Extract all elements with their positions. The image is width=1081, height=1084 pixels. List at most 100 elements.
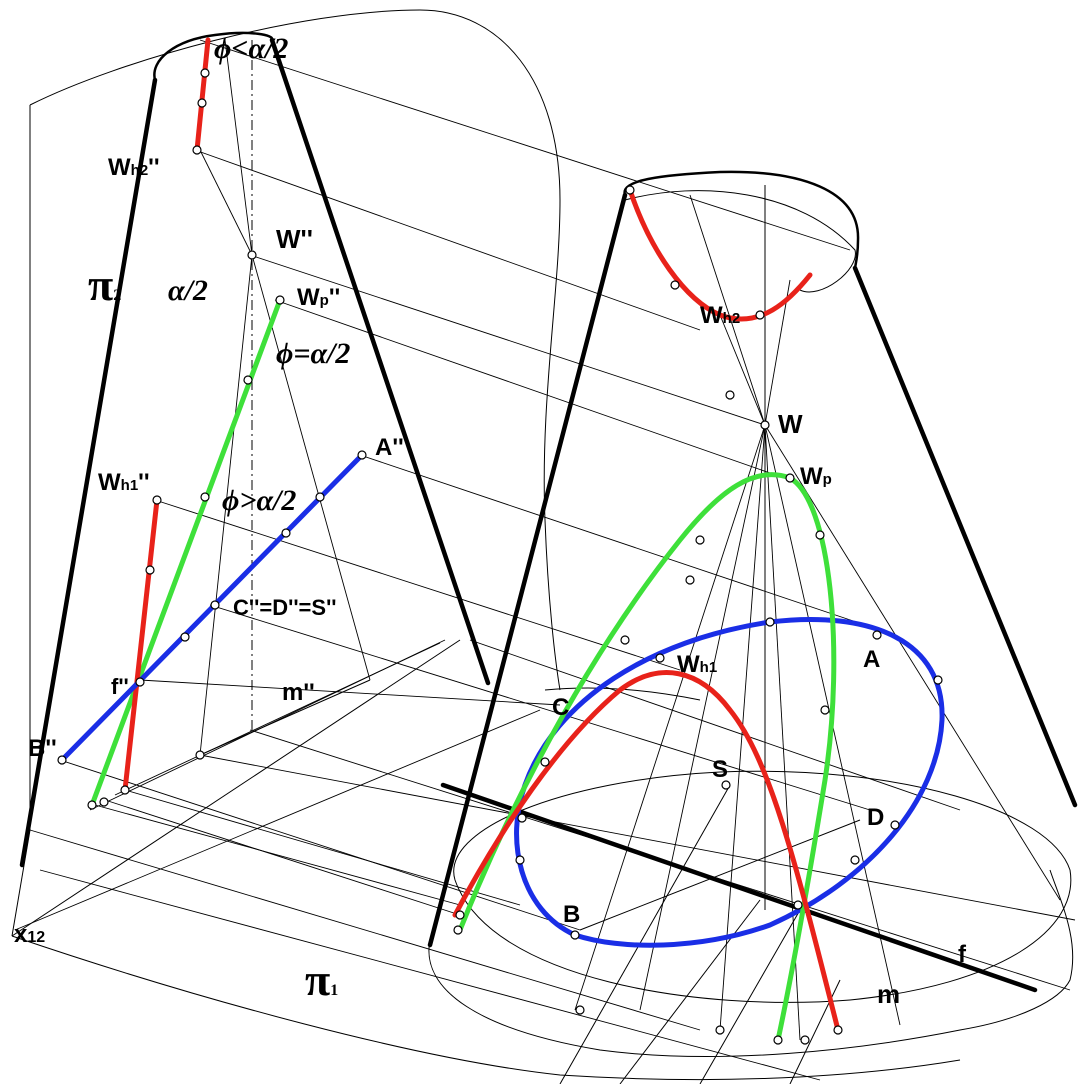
w-label: W — [778, 409, 803, 439]
red-hyperbola-upper — [627, 187, 813, 322]
red-hyperbola-lower — [452, 670, 841, 1033]
mpp-label: m'' — [282, 679, 315, 706]
b-label: B — [563, 901, 580, 928]
pi1-floor-line — [11, 639, 461, 937]
wpp-label: W'' — [276, 224, 313, 254]
m2-base-line — [199, 679, 371, 756]
pi1-label: π1 — [305, 954, 338, 1005]
construction-point — [793, 900, 803, 910]
construction-point — [773, 1035, 783, 1045]
construction-point — [785, 473, 795, 483]
phi-less-label: ϕ<α/2 — [214, 32, 288, 65]
construction-point — [210, 600, 220, 610]
points — [57, 68, 943, 1045]
construction-point — [247, 250, 257, 260]
construction-point — [195, 750, 205, 760]
alpha-half-label: α/2 — [168, 274, 208, 307]
construction-point — [872, 630, 882, 640]
left-cone-gen-2 — [269, 37, 491, 686]
bpp-label: B'' — [28, 735, 57, 762]
upper-right-nappe-rim — [623, 170, 860, 270]
construction-point — [655, 653, 665, 663]
construction-point — [833, 1025, 843, 1035]
wh2-label: Wh2 — [700, 302, 740, 329]
construction-point — [575, 1005, 585, 1015]
construction-point — [933, 675, 943, 685]
left-cone-rays — [199, 39, 371, 756]
construction-point — [200, 68, 210, 78]
construction-point — [620, 635, 630, 645]
m-label: m — [877, 979, 900, 1009]
construction-point — [670, 280, 680, 290]
construction-point — [152, 495, 162, 505]
construction-point — [135, 677, 145, 687]
construction-point — [275, 295, 285, 305]
line-f — [440, 782, 1038, 993]
cone-generatrices — [19, 31, 1078, 993]
construction-point — [540, 757, 550, 767]
colored-curves — [59, 37, 945, 1043]
construction-point — [755, 310, 765, 320]
wh1-label: Wh1 — [677, 651, 717, 678]
construction-point — [820, 705, 830, 715]
construction-point — [721, 780, 731, 790]
red-line-upper-left — [194, 37, 211, 153]
construction-point — [570, 930, 580, 940]
construction-point — [197, 98, 207, 108]
construction-point — [281, 528, 291, 538]
construction-point — [243, 375, 253, 385]
construction-point — [453, 925, 463, 935]
upper-nappe-outline-right — [624, 190, 856, 293]
construction-point — [625, 185, 635, 195]
phi-eq-label: ϕ=α/2 — [276, 337, 350, 370]
construction-point — [57, 755, 67, 765]
pi2-label: π2 — [88, 259, 121, 310]
construction-point — [517, 813, 527, 823]
app-label: A'' — [375, 434, 404, 461]
plane-outlines — [11, 9, 1074, 1081]
construction-point — [515, 855, 525, 865]
wppp-label: Wp'' — [297, 284, 340, 311]
right-cone-gen-2 — [852, 265, 1078, 808]
pi1-right-outline — [428, 869, 1074, 1058]
construction-point — [455, 910, 465, 920]
right-cone-gen-1 — [427, 192, 628, 948]
d-label: D — [867, 804, 884, 831]
c-label: C — [552, 694, 569, 721]
construction-point — [120, 785, 130, 795]
green-parabola — [457, 472, 837, 1043]
f-label: f — [958, 941, 967, 968]
a-label: A — [863, 646, 880, 673]
construction-point — [815, 530, 825, 540]
x12-label: x12 — [14, 921, 45, 948]
construction-point — [765, 617, 775, 627]
base-ellipse — [453, 770, 1072, 1003]
construction-point — [725, 390, 735, 400]
s-label: S — [712, 756, 728, 783]
construction-point — [99, 797, 109, 807]
construction-point — [200, 492, 210, 502]
construction-point — [87, 800, 97, 810]
wh1pp-label: Wh1'' — [98, 469, 150, 496]
construction-point — [315, 492, 325, 502]
wh2pp-label: Wh2'' — [108, 154, 160, 181]
construction-point — [695, 535, 705, 545]
wp-label: Wp — [800, 463, 832, 490]
construction-point — [850, 855, 860, 865]
construction-point — [760, 420, 770, 430]
construction-point — [357, 450, 367, 460]
construction-point — [192, 145, 202, 155]
projection-lines — [14, 39, 1076, 1081]
upper-left-nappe-rim — [153, 31, 274, 82]
labels: π2 π1 x12 Wh2'' W'' Wp'' α/2 ϕ<α/2 ϕ=α/2… — [14, 32, 967, 1009]
construction-point — [145, 565, 155, 575]
phi-greater-label: ϕ>α/2 — [222, 484, 296, 517]
construction-point — [890, 820, 900, 830]
construction-point — [180, 632, 190, 642]
red-line-lower-left — [122, 497, 160, 793]
right-cone-rays — [574, 194, 1061, 1041]
pi1-plane-outline — [11, 935, 961, 1081]
cds-label: C''=D''=S'' — [233, 595, 337, 620]
